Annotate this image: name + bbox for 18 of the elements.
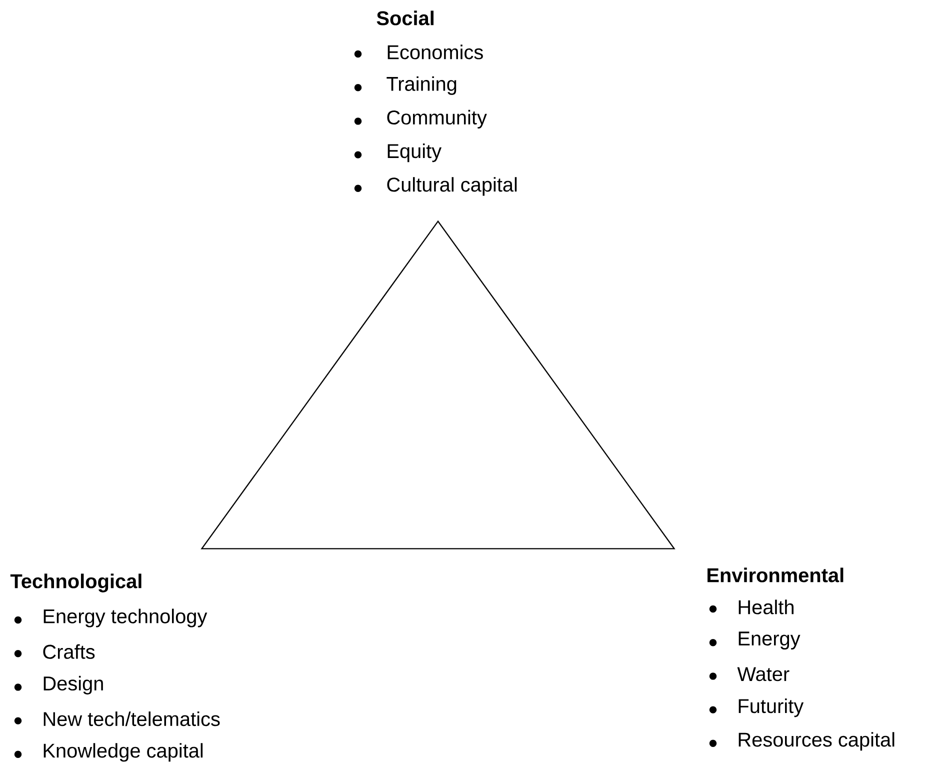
list-item: Health [738,600,794,614]
list-item: Cultural capital [387,177,517,196]
list-item: Crafts [43,644,95,659]
heading: Social [376,10,434,26]
list-item: Futurity [738,698,804,718]
list-item: New tech/telematics [44,711,220,726]
heading: Environmental [708,568,844,582]
list-item: Economics [388,44,483,60]
list-item: Energy technology [44,608,208,628]
list-item: Resources capital [738,732,894,751]
list-item: Design [44,676,103,694]
list-item: Knowledge capital [44,743,203,762]
heading: Technological [10,574,142,592]
list-item: Community [387,110,487,128]
list-item: Energy [738,632,800,650]
list-item: Water [737,667,790,682]
list-item: Equity [388,144,442,162]
list-item: Training [386,76,456,95]
